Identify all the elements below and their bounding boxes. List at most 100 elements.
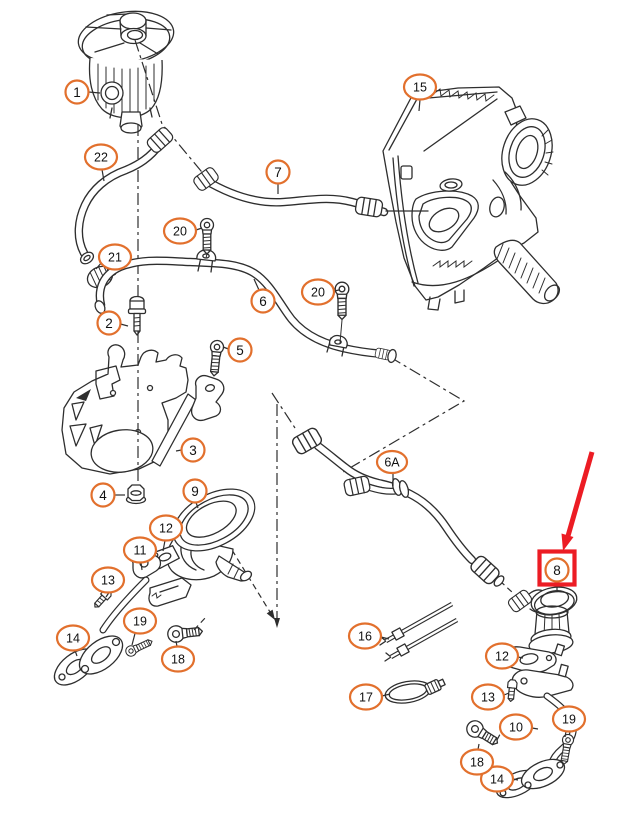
callout-circle-21[interactable] <box>97 243 133 271</box>
callout-21[interactable]: 21 <box>97 243 133 271</box>
callout-circle-13a[interactable] <box>90 566 126 594</box>
callout-10[interactable]: 10 <box>498 713 534 741</box>
callout-circle-12b[interactable] <box>484 642 520 670</box>
callout-circle-1[interactable] <box>64 79 90 105</box>
callout-circle-14b[interactable] <box>479 765 515 793</box>
callout-circle-4[interactable] <box>90 482 116 508</box>
callout-1[interactable]: 1 <box>64 79 90 105</box>
callout-circle-7[interactable] <box>265 159 291 185</box>
callout-17[interactable]: 17 <box>348 683 384 711</box>
callout-label-6: 6 <box>259 294 267 309</box>
callout-5[interactable]: 5 <box>227 337 253 363</box>
callout-circle-10[interactable] <box>498 713 534 741</box>
air-pump-drawing <box>77 10 175 134</box>
hose-6a-drawing <box>290 425 505 587</box>
callout-circle-9[interactable] <box>182 478 208 504</box>
callout-circle-3[interactable] <box>180 437 206 463</box>
hose-22-drawing <box>74 125 176 265</box>
callout-circle-2[interactable] <box>96 310 122 336</box>
callout-circle-15[interactable] <box>402 73 438 101</box>
callout-7[interactable]: 7 <box>265 159 291 185</box>
callout-leader-lines <box>74 91 567 781</box>
callout-2[interactable]: 2 <box>96 310 122 336</box>
callout-circle-20a[interactable] <box>162 217 198 245</box>
callout-circle-19a[interactable] <box>122 607 158 635</box>
callout-16[interactable]: 16 <box>347 622 383 650</box>
callout-label-5: 5 <box>236 343 244 358</box>
callout-label-12a: 12 <box>159 522 173 536</box>
callout-label-20a: 20 <box>173 225 187 239</box>
callout-circle-18a[interactable] <box>160 645 196 673</box>
callout-label-15: 15 <box>413 81 427 95</box>
callout-4[interactable]: 4 <box>90 482 116 508</box>
callout-circle-8[interactable] <box>544 557 570 583</box>
callout-19a[interactable]: 19 <box>122 607 158 635</box>
callout-12a[interactable]: 12 <box>148 514 184 542</box>
callout-13b[interactable]: 13 <box>470 683 506 711</box>
bolt-20-first <box>199 217 215 255</box>
callout-20a[interactable]: 20 <box>162 217 198 245</box>
callout-12b[interactable]: 12 <box>484 642 520 670</box>
callout-circle-20b[interactable] <box>300 278 336 306</box>
leader-11 <box>140 562 143 571</box>
callout-circle-12a[interactable] <box>148 514 184 542</box>
callout-label-7: 7 <box>274 165 282 180</box>
callout-circle-14a[interactable] <box>55 624 91 652</box>
callout-6[interactable]: 6 <box>250 288 276 314</box>
callout-circle-13b[interactable] <box>470 683 506 711</box>
combi-valve-8-drawing <box>506 586 578 657</box>
callout-circle-5[interactable] <box>227 337 253 363</box>
nut-4-drawing <box>125 484 147 505</box>
callout-circle-19b[interactable] <box>551 705 587 733</box>
callout-14b[interactable]: 14 <box>479 765 515 793</box>
highlight-box <box>537 549 577 587</box>
callout-label-19a: 19 <box>133 615 147 629</box>
callout-label-11: 11 <box>134 544 147 558</box>
callout-label-18b: 18 <box>470 756 484 770</box>
callout-circle-22[interactable] <box>83 143 119 171</box>
leader-22 <box>101 169 105 182</box>
callout-18a[interactable]: 18 <box>160 645 196 673</box>
callout-circle-18b[interactable] <box>459 748 495 776</box>
hose-7-right-connector <box>354 195 384 219</box>
combi-valve-9-drawing <box>166 488 256 582</box>
callout-label-18a: 18 <box>171 653 185 667</box>
highlight-arrow-shaft <box>565 451 595 537</box>
callout-11[interactable]: 11 <box>122 536 158 564</box>
air-filter-housing-drawing <box>382 86 561 311</box>
leader-19b <box>564 731 567 738</box>
callout-13a[interactable]: 13 <box>90 566 126 594</box>
callout-label-16: 16 <box>358 630 372 644</box>
callout-6A[interactable]: 6A <box>375 449 409 475</box>
leader-1 <box>88 91 101 94</box>
callout-circle-17[interactable] <box>348 683 384 711</box>
leader-2 <box>120 323 129 327</box>
callout-14a[interactable]: 14 <box>55 624 91 652</box>
callout-numbers: 1234566A78910111212131314141516171818191… <box>55 73 587 793</box>
callout-22[interactable]: 22 <box>83 143 119 171</box>
callout-20b[interactable]: 20 <box>300 278 336 306</box>
callout-18b[interactable]: 18 <box>459 748 495 776</box>
mount-flange-drawing <box>511 663 574 698</box>
callout-label-13b: 13 <box>481 691 495 705</box>
callout-15[interactable]: 15 <box>402 73 438 101</box>
callout-circle-16[interactable] <box>347 622 383 650</box>
leader-12a <box>162 540 166 552</box>
valve-8-inlet-connector <box>506 588 534 614</box>
callout-label-13a: 13 <box>101 574 115 588</box>
hose-clamp-17-drawing <box>384 678 446 704</box>
callout-19b[interactable]: 19 <box>551 705 587 733</box>
callout-label-10: 10 <box>509 721 523 735</box>
callout-label-6A: 6A <box>384 456 400 470</box>
callout-label-9: 9 <box>191 484 199 499</box>
callout-8[interactable]: 8 <box>544 557 570 583</box>
callout-3[interactable]: 3 <box>180 437 206 463</box>
screw-18-right <box>463 717 503 751</box>
hose-7-drawing <box>191 165 429 219</box>
corrugated-duct-drawing <box>493 239 559 305</box>
callout-circle-6[interactable] <box>250 288 276 314</box>
callout-9[interactable]: 9 <box>182 478 208 504</box>
callout-circle-6A[interactable] <box>375 449 409 475</box>
callout-circle-11[interactable] <box>122 536 158 564</box>
